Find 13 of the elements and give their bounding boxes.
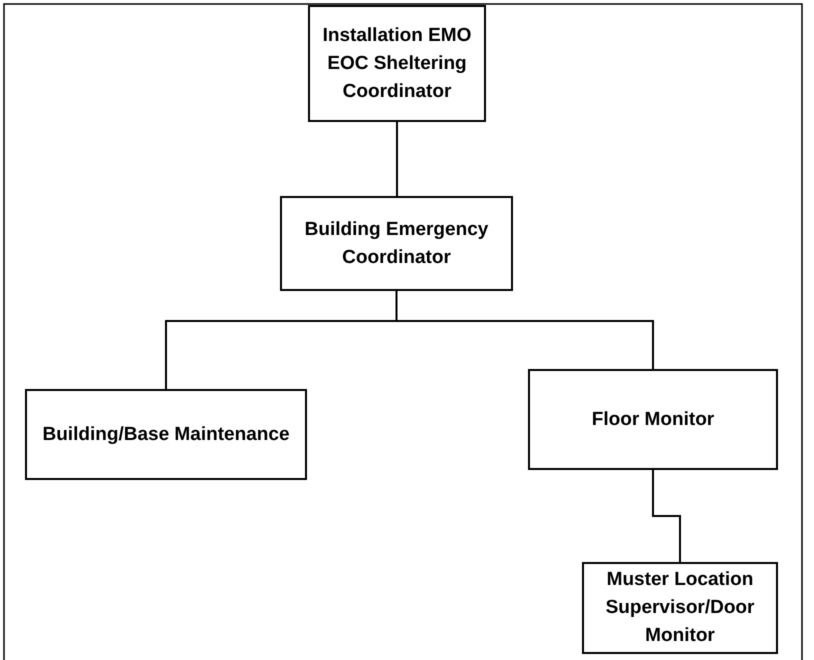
org-box xyxy=(25,389,307,480)
org-box xyxy=(280,196,513,291)
role-title: Building/Base Maintenance xyxy=(41,422,291,446)
role-title: Muster Location Supervisor/Door Monitor xyxy=(604,568,756,648)
org-box xyxy=(308,5,486,122)
connector-line xyxy=(652,470,681,562)
connector-line xyxy=(396,291,654,369)
role-title: Building Emergency Coordinator xyxy=(304,218,490,270)
connector-line xyxy=(396,122,398,196)
role-title: Installation EMO EOC Sheltering Coordinator xyxy=(322,24,472,104)
org-box xyxy=(528,369,778,470)
role-title: Floor Monitor xyxy=(590,408,716,432)
org-box xyxy=(582,562,778,654)
